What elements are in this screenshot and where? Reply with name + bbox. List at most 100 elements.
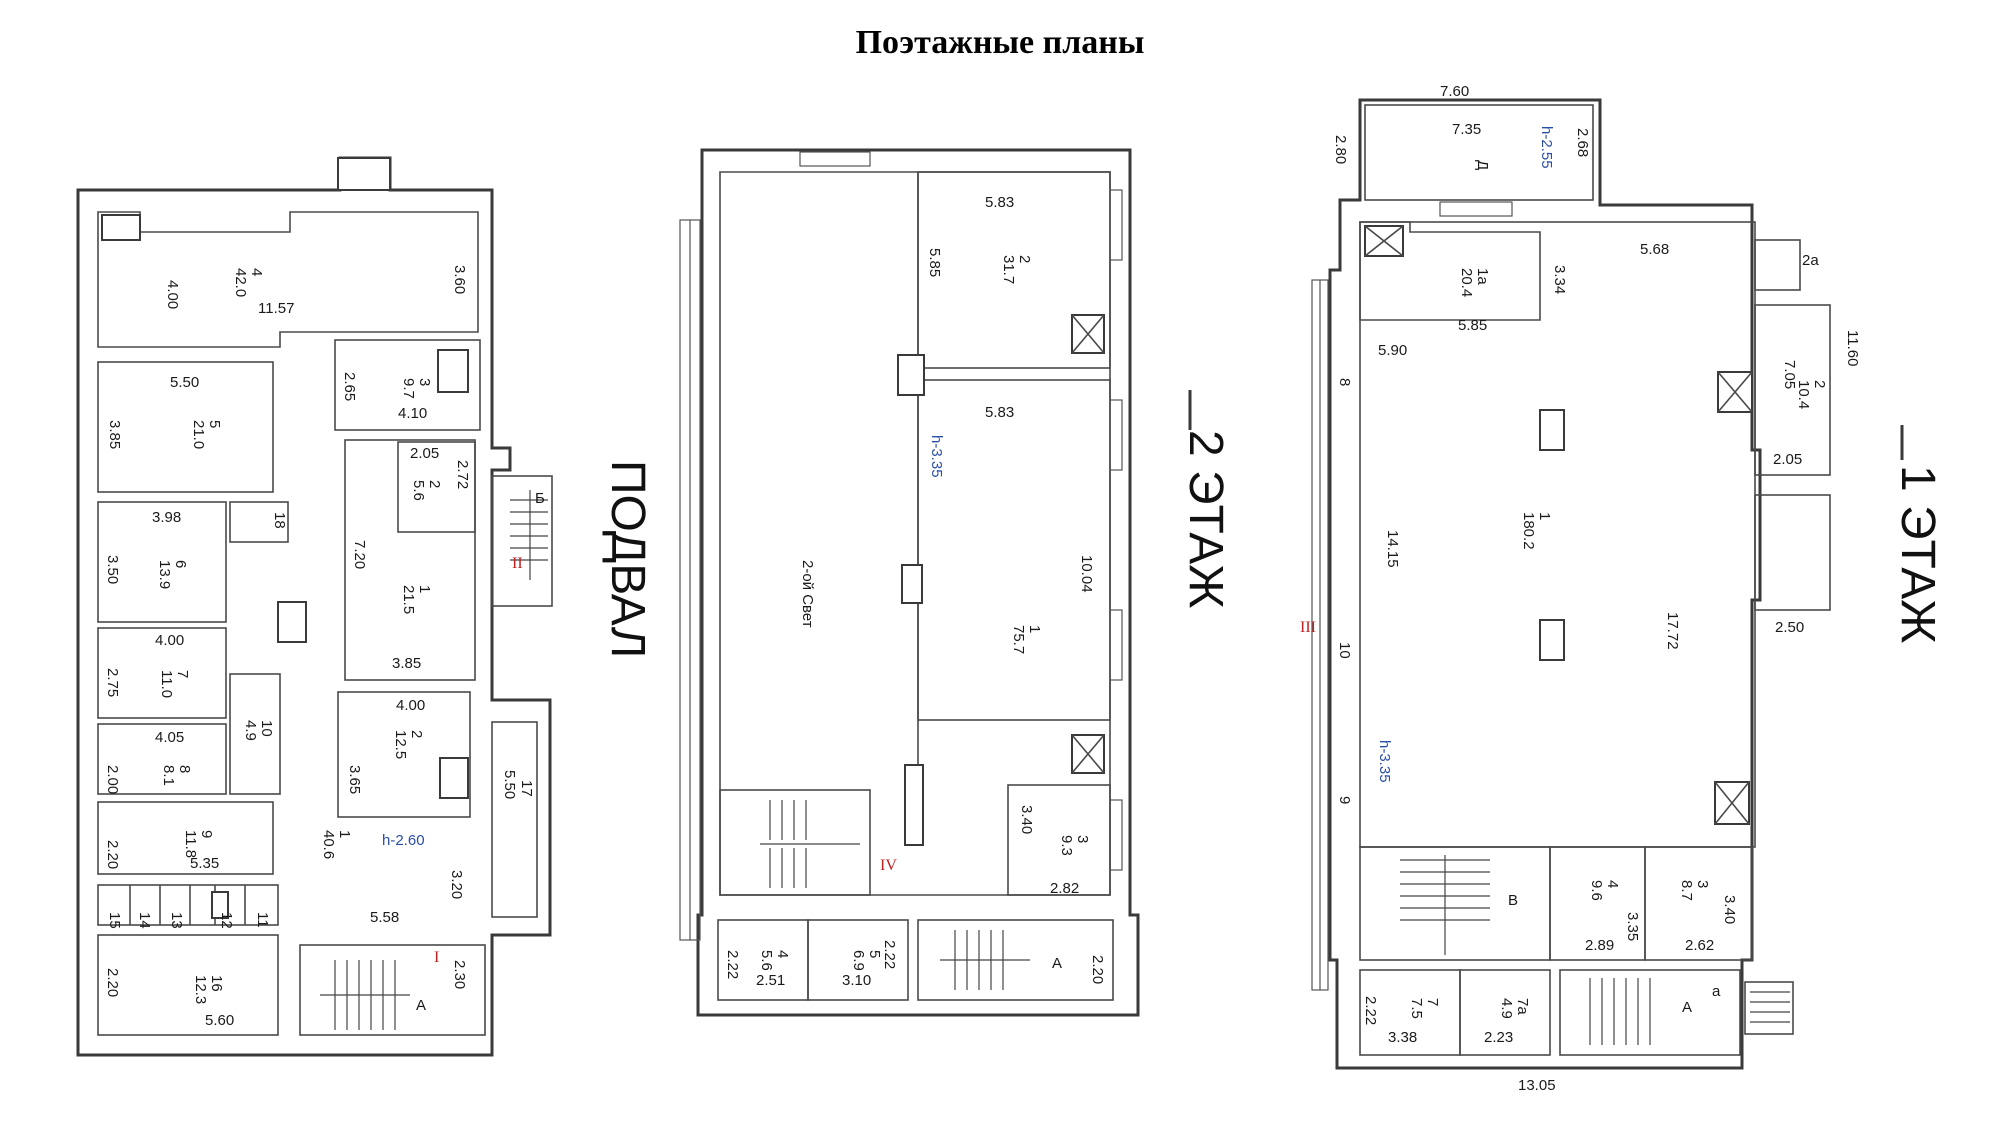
floor1-stair-a [1559,969,1741,1056]
basement-dim: 3.50 [104,555,121,584]
basement-dim: 2.65 [341,372,358,401]
floor2-dim: 5.83 [985,194,1014,211]
floor2-room-label: 4 [774,950,791,958]
floor1-dim: 7.05 [1781,360,1798,389]
basement-room-area: 11.0 [158,670,175,698]
floor1-dim: 2.05 [1773,451,1802,468]
floor1-vent [1364,225,1404,257]
floor1-room-area: 4.9 [1498,998,1515,1019]
basement-dim: 11.57 [258,300,294,317]
floor1-dim: 11.60 [1844,330,1861,366]
basement-room-2 [337,691,471,818]
basement-room-2-small [397,441,476,533]
floor1-side-num: 8 [1336,378,1353,386]
basement-plan: 4.00 11.57 3.60 4 42.0 5.50 3.85 5 21.0 … [76,156,654,1057]
basement-dim: 7.20 [351,540,368,569]
basement-dim: 4.00 [164,280,181,309]
floor1-room-area: 7.5 [1408,998,1425,1019]
basement-room-area: 42.0 [232,268,249,297]
basement-room-label: 3 [416,378,433,386]
floor1-plan: 7.60 7.35 2.80 2.68 Д h-2.55 5.68 3.34 1… [1300,83,1944,1094]
floor1-dim: 2.23 [1484,1029,1513,1046]
floor1-room-2 [1754,304,1831,476]
floor2-void-label: 2-ой Свет [799,560,816,628]
floor2-floor-label: 2 ЭТАЖ [1179,430,1232,609]
floor1-room-label: 2 [1811,380,1828,388]
floor2-room-3 [1007,784,1111,896]
floor1-dim: 5.90 [1378,342,1407,359]
basement-stair-a-label: А [416,997,426,1014]
floor2-dim: 2.82 [1050,880,1079,897]
basement-room-area: 5.6 [410,480,427,501]
floor1-dim: 14.15 [1384,530,1401,568]
floor1-room-area: 10.4 [1795,380,1812,409]
basement-room-label: 2 [426,480,443,488]
floor1-room-label: 3 [1694,880,1711,888]
floor1-axis-mark: III [1300,619,1316,636]
floor2-dim: 10.04 [1078,555,1095,593]
basement-room-label: 1 [416,585,433,593]
basement-dim: 5.35 [190,855,219,872]
basement-dim: 2.20 [104,968,121,997]
basement-room-label: 7 [174,670,191,678]
basement-dim: 5.60 [205,1012,234,1029]
floor2-room-1 [917,379,1111,721]
basement-room-area: 13.9 [156,560,173,589]
floor1-annex-d [1364,104,1594,201]
floor1-vent [1717,371,1753,413]
floor2-room-label: 5 [866,950,883,958]
basement-room-9 [97,801,274,875]
floor2-dim: 2.22 [881,940,898,969]
floor2-room-5 [807,919,909,1001]
floor1-dim: 7.60 [1440,83,1469,100]
floor2-dim: 2.20 [1089,955,1106,984]
basement-room-label: 8 [176,765,193,773]
floor1-side-num: 10 [1336,642,1353,659]
basement-height: h-2.60 [382,832,425,849]
basement-wc-label: 11 [254,912,271,928]
floor1-side-num: 9 [1336,796,1353,804]
basement-dim: 4.00 [155,632,184,649]
basement-room-5 [97,361,274,493]
basement-room-area: 9.7 [400,378,417,399]
basement-room-label: 4 [248,268,265,276]
floor1-room-label: 7а [1514,998,1531,1015]
floor2-height: h-3.35 [928,435,945,478]
basement-axis-mark: I [434,949,439,966]
floor2-dim: 5.83 [985,404,1014,421]
basement-dim: 5.58 [370,909,399,926]
basement-room-area: 8.1 [160,765,177,786]
floor2-dim: 2.22 [724,950,741,979]
basement-room-area: 12.3 [192,975,209,1004]
floor1-height-top: h-2.55 [1538,126,1555,169]
basement-room-1 [344,439,476,681]
basement-dim: 3.65 [346,765,363,794]
floor1-dim: 3.34 [1551,265,1568,294]
floor2-dim: 2.51 [756,972,785,989]
basement-room-label: 2 [408,730,425,738]
basement-dim: 2.00 [104,765,121,794]
basement-floor-label: ПОДВАЛ [601,460,654,658]
basement-room-label: 6 [172,560,189,568]
floor1-dim: 2.80 [1332,135,1349,164]
basement-wc-strip [97,884,279,926]
basement-room-17 [491,721,538,918]
floor1-dim: 2.22 [1362,996,1379,1025]
basement-wc-label: 12 [218,912,235,929]
floor2-room-area: 75.7 [1010,625,1027,654]
floor2-room-label: 2 [1016,255,1033,263]
basement-stair-b [491,475,553,607]
floor1-room-7a [1459,969,1551,1056]
floor2-stair [719,789,871,896]
floor1-room-2a-label: 2а [1802,252,1819,269]
floor2-dim: 3.40 [1018,805,1035,834]
basement-dim: 2.05 [410,445,439,462]
floor1-room-area: 20.4 [1458,268,1475,297]
floor2-vent [1071,734,1105,774]
floor2-vent [1071,314,1105,354]
floor1-room-d-label: Д [1474,160,1491,170]
floor1-stair-a-label: А [1682,999,1692,1016]
floor1-vent [1714,781,1750,825]
basement-lightwell [337,157,391,191]
